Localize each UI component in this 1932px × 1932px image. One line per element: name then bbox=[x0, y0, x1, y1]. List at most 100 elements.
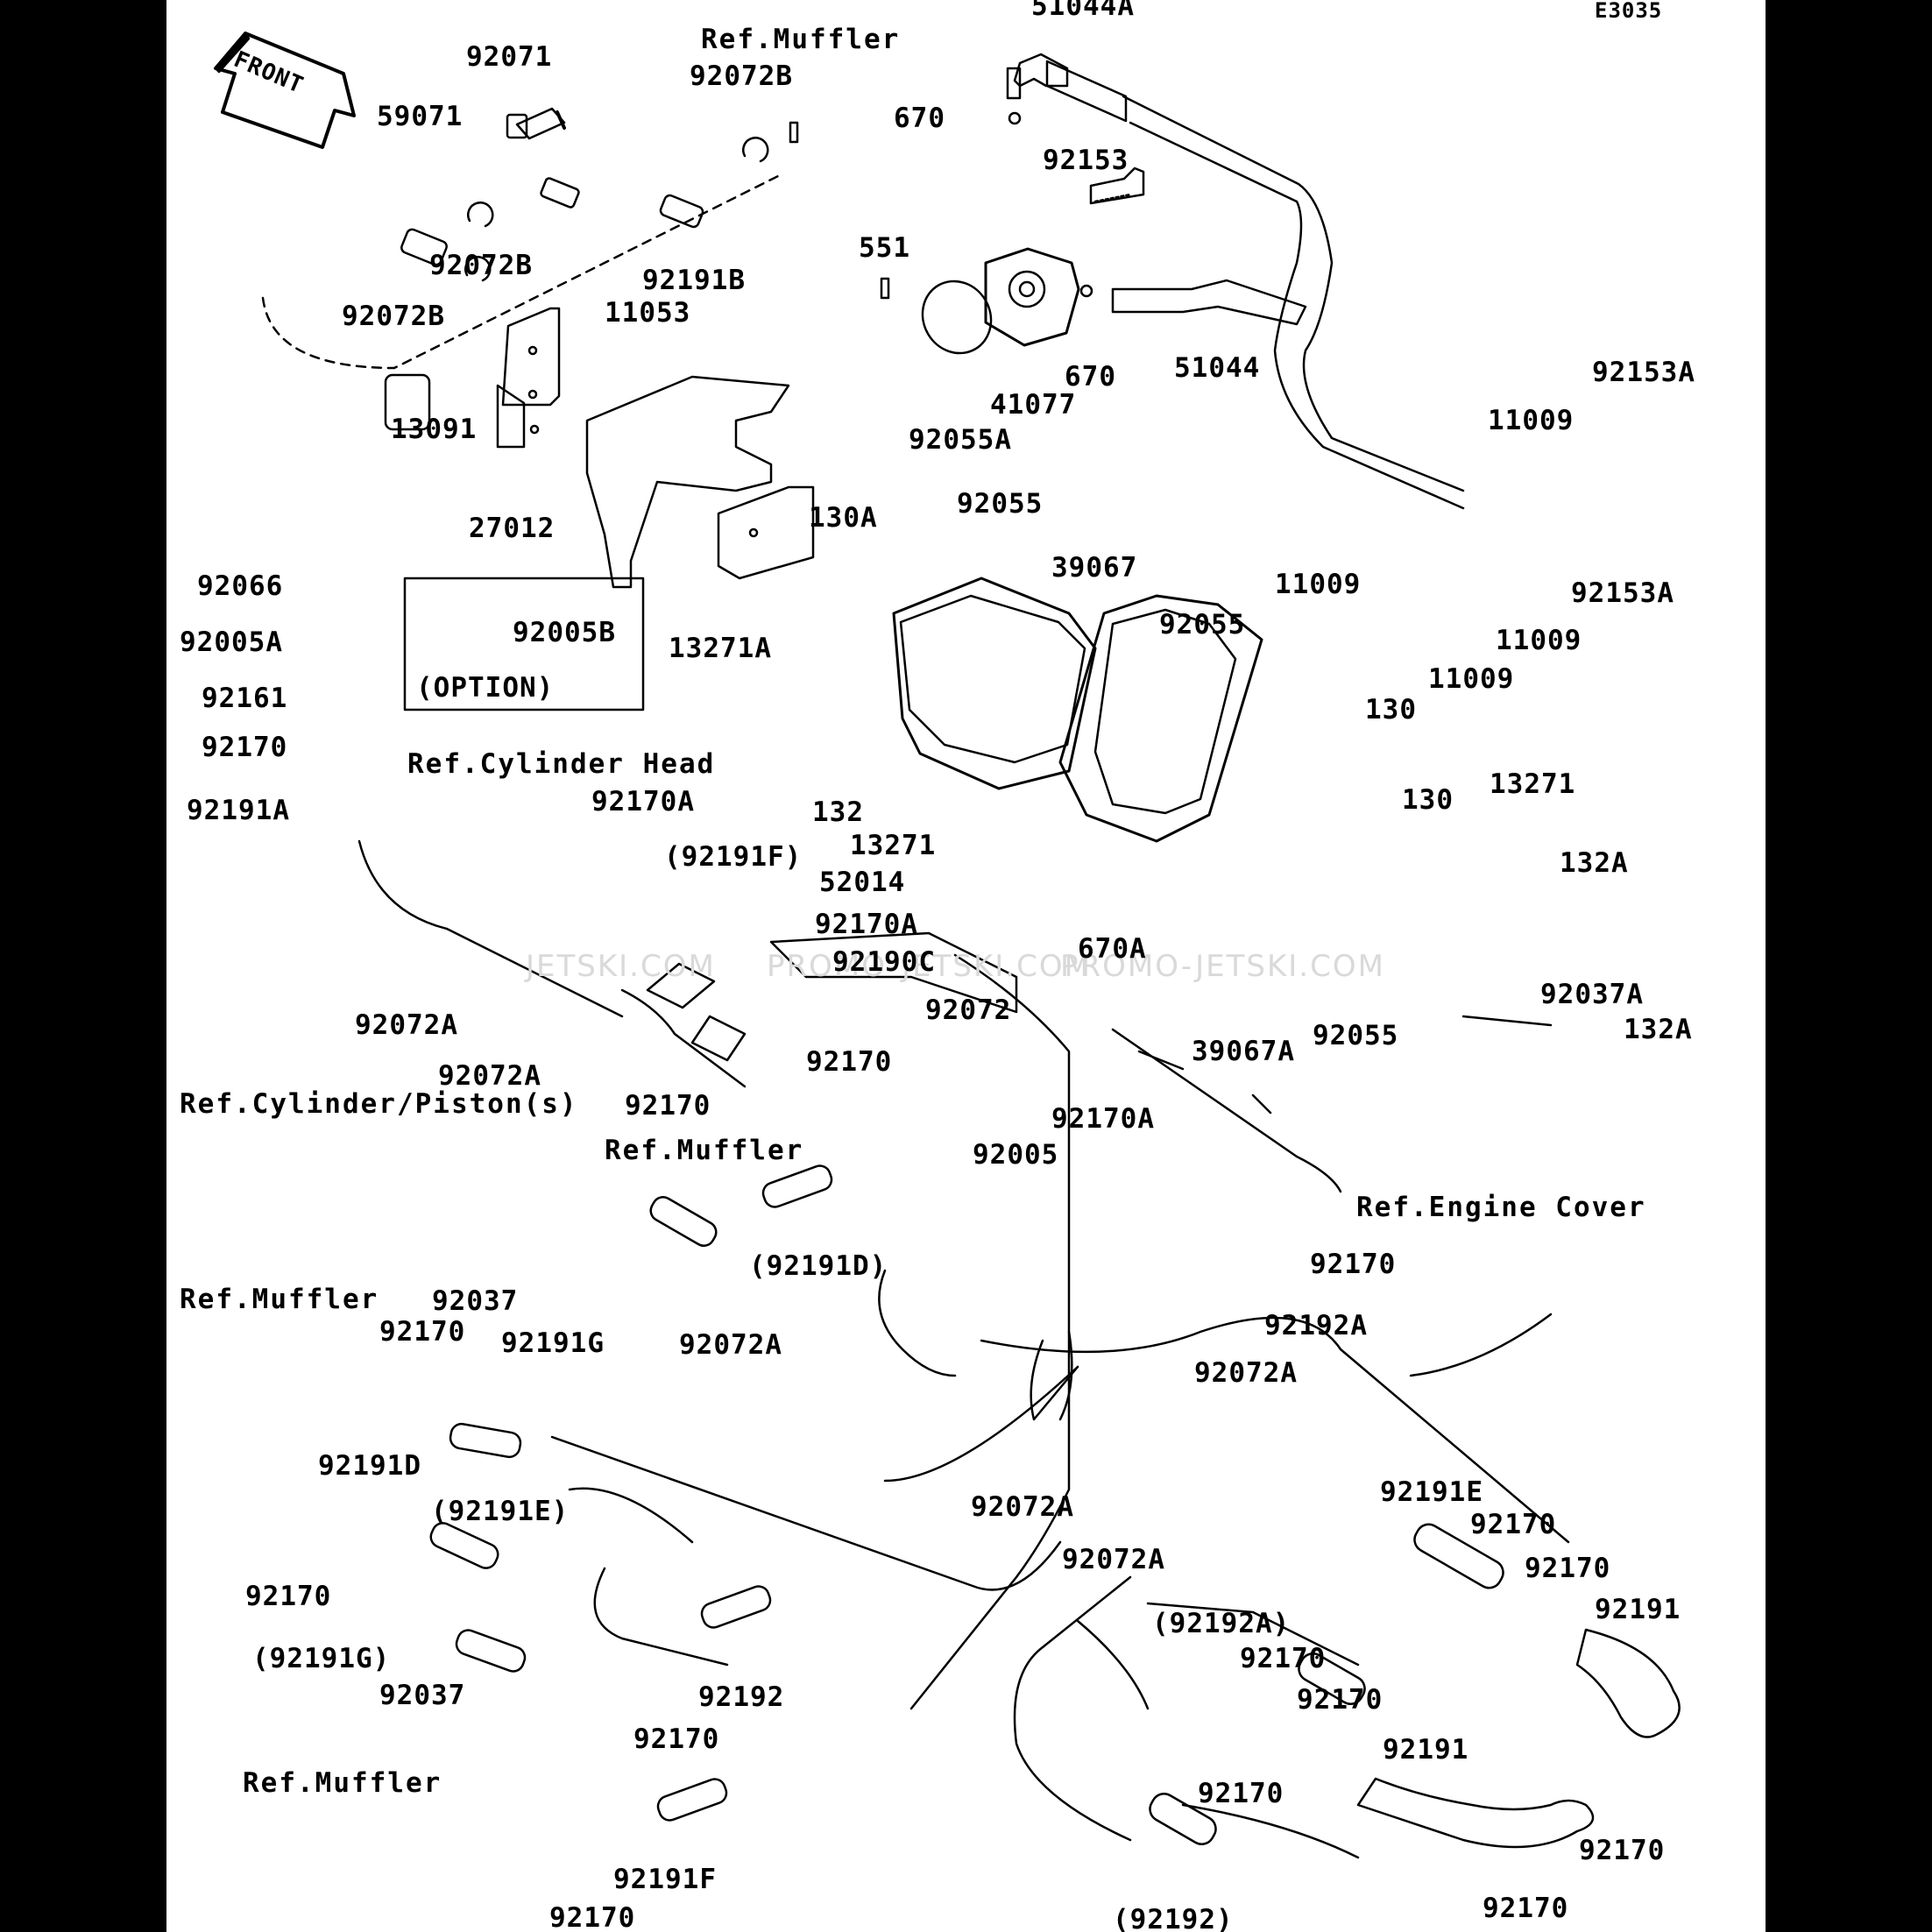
part-92005B: 92005B bbox=[513, 617, 616, 648]
part-92153: 92153 bbox=[1043, 145, 1129, 176]
part-130A: 130A bbox=[809, 502, 878, 534]
ref-muffler-label: Ref.Muffler bbox=[701, 24, 901, 55]
part-51044A: 51044A bbox=[1031, 0, 1135, 22]
part-92170: 92170 bbox=[245, 1581, 332, 1612]
part-92072A: 92072A bbox=[1194, 1357, 1298, 1389]
part-11009: 11009 bbox=[1488, 405, 1575, 436]
part-27012: 27012 bbox=[469, 513, 556, 544]
option-label: (OPTION) bbox=[416, 672, 555, 704]
part-92005: 92005 bbox=[973, 1139, 1059, 1171]
hose-51044A bbox=[1006, 53, 1465, 510]
part-92170: 92170 bbox=[625, 1090, 711, 1122]
part-92191E-ref: (92191E) bbox=[431, 1496, 570, 1527]
ref-muffler-label: Ref.Muffler bbox=[243, 1767, 442, 1799]
diagram-code: E3035 bbox=[1595, 0, 1663, 23]
part-92037: 92037 bbox=[432, 1285, 519, 1317]
part-92170A: 92170A bbox=[815, 909, 918, 940]
part-92170: 92170 bbox=[1579, 1835, 1666, 1866]
part-92072B: 92072B bbox=[429, 250, 533, 281]
part-551: 551 bbox=[859, 232, 910, 264]
part-92191B: 92191B bbox=[642, 265, 746, 296]
part-11009: 11009 bbox=[1496, 625, 1582, 656]
part-92191: 92191 bbox=[1595, 1594, 1681, 1625]
hose-network bbox=[357, 839, 1570, 1859]
part-92191F: 92191F bbox=[613, 1864, 717, 1895]
ref-cylinder-piston-label: Ref.Cylinder/Piston(s) bbox=[180, 1088, 578, 1120]
ref-engine-cover-label: Ref.Engine Cover bbox=[1356, 1192, 1646, 1223]
part-92055: 92055 bbox=[1159, 609, 1246, 640]
front-arrow-icon bbox=[214, 32, 356, 149]
part-92055A: 92055A bbox=[909, 424, 1012, 456]
part-92037A: 92037A bbox=[1540, 979, 1644, 1010]
part-92191D-ref: (92191D) bbox=[749, 1250, 888, 1282]
part-39067: 39067 bbox=[1051, 552, 1138, 584]
part-13091: 13091 bbox=[391, 414, 478, 445]
part-59071: 59071 bbox=[377, 101, 464, 132]
part-92170: 92170 bbox=[1297, 1684, 1384, 1716]
part-92072A: 92072A bbox=[355, 1009, 458, 1041]
part-92153A: 92153A bbox=[1592, 357, 1695, 388]
part-92170: 92170 bbox=[1240, 1643, 1327, 1674]
part-92191: 92191 bbox=[1383, 1734, 1469, 1766]
part-670A: 670A bbox=[1078, 933, 1147, 965]
part-11053: 11053 bbox=[605, 297, 691, 329]
part-92170A: 92170A bbox=[1051, 1103, 1155, 1135]
watermark: PROMO-JETSKI.COM bbox=[767, 949, 1092, 984]
part-92005A: 92005A bbox=[180, 626, 283, 658]
part-92192-ref: (92192) bbox=[1113, 1904, 1234, 1932]
option-box bbox=[403, 577, 645, 711]
part-92191A: 92191A bbox=[187, 795, 290, 826]
part-92055: 92055 bbox=[1313, 1020, 1399, 1051]
part-92170: 92170 bbox=[1483, 1893, 1569, 1924]
part-52014: 52014 bbox=[819, 867, 906, 898]
part-92072A: 92072A bbox=[1062, 1544, 1165, 1575]
part-92191G-ref: (92191G) bbox=[252, 1643, 391, 1674]
part-132: 132 bbox=[812, 796, 864, 828]
part-92071: 92071 bbox=[466, 41, 553, 73]
part-13271: 13271 bbox=[850, 830, 937, 861]
part-92191D: 92191D bbox=[318, 1450, 421, 1482]
watermark: JETSKI.COM bbox=[526, 949, 716, 984]
part-92170: 92170 bbox=[633, 1723, 720, 1755]
part-92072A: 92072A bbox=[438, 1060, 541, 1092]
watermark: PROMO-JETSKI.COM bbox=[1060, 949, 1385, 984]
part-92191E: 92191E bbox=[1380, 1476, 1483, 1508]
part-41077: 41077 bbox=[990, 389, 1077, 421]
part-92170: 92170 bbox=[202, 732, 288, 763]
part-130: 130 bbox=[1402, 784, 1454, 816]
part-92170A: 92170A bbox=[591, 786, 695, 817]
part-51044: 51044 bbox=[1174, 352, 1261, 384]
part-92191F-ref: (92191F) bbox=[664, 841, 803, 873]
part-92055: 92055 bbox=[957, 488, 1044, 520]
part-11009: 11009 bbox=[1275, 569, 1362, 600]
part-92170: 92170 bbox=[1310, 1249, 1397, 1280]
part-92072A: 92072A bbox=[971, 1491, 1074, 1523]
part-132A: 132A bbox=[1560, 847, 1629, 879]
ref-cylinder-head-label: Ref.Cylinder Head bbox=[407, 748, 716, 780]
part-92072: 92072 bbox=[925, 994, 1012, 1026]
part-92072B: 92072B bbox=[690, 60, 793, 92]
part-92170: 92170 bbox=[379, 1316, 466, 1348]
part-13271A: 13271A bbox=[669, 633, 772, 664]
fittings-top-left bbox=[261, 107, 799, 370]
part-92191G: 92191G bbox=[501, 1327, 605, 1359]
hoses-bottom-left bbox=[429, 1164, 833, 1822]
parts-drawing bbox=[214, 32, 1681, 1859]
heat-exchanger-upper bbox=[892, 577, 1263, 843]
part-132A: 132A bbox=[1624, 1014, 1693, 1045]
ref-muffler-label: Ref.Muffler bbox=[605, 1135, 804, 1166]
bracket-plates bbox=[384, 307, 815, 589]
parts-sheet: JETSKI.COM PROMO-JETSKI.COM PROMO-JETSKI… bbox=[166, 0, 1766, 1932]
part-92170: 92170 bbox=[1470, 1509, 1557, 1540]
part-92066: 92066 bbox=[197, 570, 284, 602]
part-13271: 13271 bbox=[1490, 768, 1576, 800]
part-92192A: 92192A bbox=[1264, 1310, 1368, 1341]
thermostat-housing bbox=[880, 111, 1307, 355]
part-92170: 92170 bbox=[1198, 1778, 1284, 1809]
part-92072B: 92072B bbox=[342, 301, 445, 332]
part-92037: 92037 bbox=[379, 1680, 466, 1711]
part-92170: 92170 bbox=[549, 1902, 636, 1932]
hoses-bottom-right bbox=[1149, 1523, 1681, 1849]
part-92170: 92170 bbox=[806, 1046, 893, 1078]
